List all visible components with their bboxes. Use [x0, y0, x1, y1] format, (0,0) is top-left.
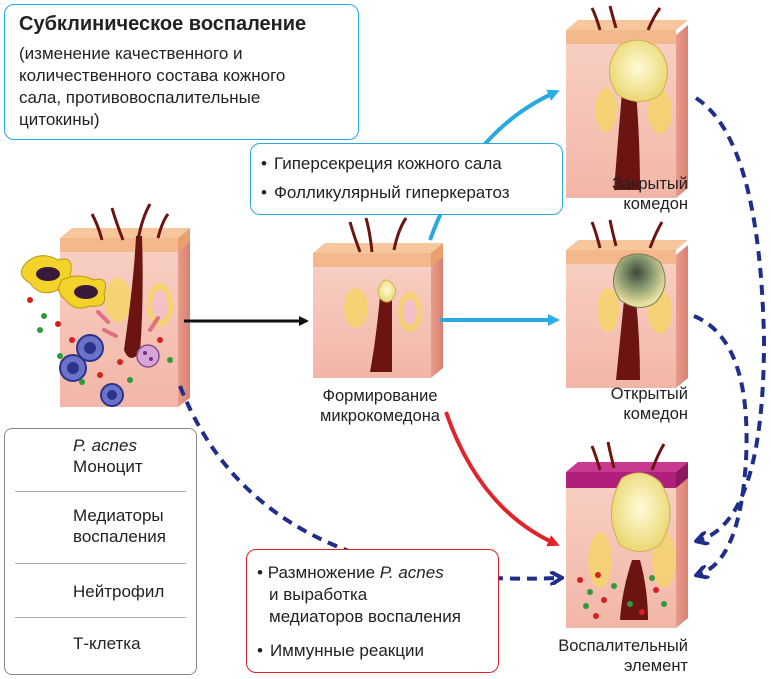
legend-box: P. acnes Моноцит Медиаторы воспаления Не…: [4, 428, 197, 675]
skin-block-closed-comedo: [566, 6, 688, 198]
open-label: Открытый комедон: [560, 384, 688, 424]
closed-label: Закрытый комедон: [560, 174, 688, 214]
legend-monocyte-text: Моноцит: [73, 456, 143, 477]
inflam-item-1-line-3: медиаторов воспаления: [269, 606, 461, 628]
inflam-label-1: Воспалительный: [520, 636, 688, 656]
inflam-item-2: Иммунные реакции: [257, 640, 424, 662]
legend-pacnes-label: P. acnes Моноцит: [73, 435, 143, 477]
skin-block-microcomedo: [313, 218, 443, 378]
open-label-2: комедон: [560, 404, 688, 424]
skin-block-inflammatory: [566, 442, 688, 628]
legend-mediators-text-2: воспаления: [73, 526, 166, 547]
subclinical-title: Субклиническое воспаление: [19, 11, 306, 37]
subclinical-line-1: (изменение качественного и: [19, 43, 243, 65]
inflam-label: Воспалительный элемент: [520, 636, 688, 676]
hyper-item-2: Фолликулярный гиперкератоз: [261, 182, 510, 204]
inflam-item-1-line-2: и выработка: [269, 584, 367, 606]
micro-label-2: микрокомедона: [300, 406, 460, 426]
micro-label-1: Формирование: [300, 386, 460, 406]
inflam-item-1: • Размножение P. acnes: [257, 562, 444, 584]
arrow-micro-to-inflam: [446, 412, 556, 544]
closed-label-2: комедон: [560, 194, 688, 214]
inflam-item-1-prefix: Размножение: [268, 563, 380, 582]
subclinical-line-4: цитокины): [19, 109, 99, 131]
inflam-label-2: элемент: [520, 656, 688, 676]
legend-neutrophil-text: Нейтрофил: [73, 581, 164, 603]
inflam-item-1-em: P. acnes: [380, 563, 444, 582]
legend-pacnes-text: P. acnes: [73, 435, 143, 456]
legend-mediators-label: Медиаторы воспаления: [73, 505, 166, 547]
legend-divider-2: [15, 563, 186, 564]
legend-mediators-text-1: Медиаторы: [73, 505, 166, 526]
legend-divider-3: [15, 617, 186, 618]
inflammation-box: • Размножение P. acnes и выработка медиа…: [246, 549, 499, 673]
skin-block-open-comedo: [566, 220, 688, 388]
subclinical-line-2: количественного состава кожного: [19, 65, 285, 87]
arrow-open-to-inflam-dashed: [694, 316, 747, 574]
closed-label-1: Закрытый: [560, 174, 688, 194]
micro-label: Формирование микрокомедона: [300, 386, 460, 426]
legend-divider-1: [15, 491, 186, 492]
skin-block-initial: [21, 204, 190, 407]
subclinical-box: Субклиническое воспаление (изменение кач…: [4, 4, 359, 140]
open-label-1: Открытый: [560, 384, 688, 404]
subclinical-line-3: сала, противовоспалительные: [19, 87, 260, 109]
hypersecretion-box: Гиперсекреция кожного сала Фолликулярный…: [250, 143, 563, 215]
hyper-item-1: Гиперсекреция кожного сала: [261, 153, 502, 175]
legend-tcell-text: Т-клетка: [73, 633, 141, 655]
arrow-closed-to-inflam-dashed: [696, 98, 764, 540]
